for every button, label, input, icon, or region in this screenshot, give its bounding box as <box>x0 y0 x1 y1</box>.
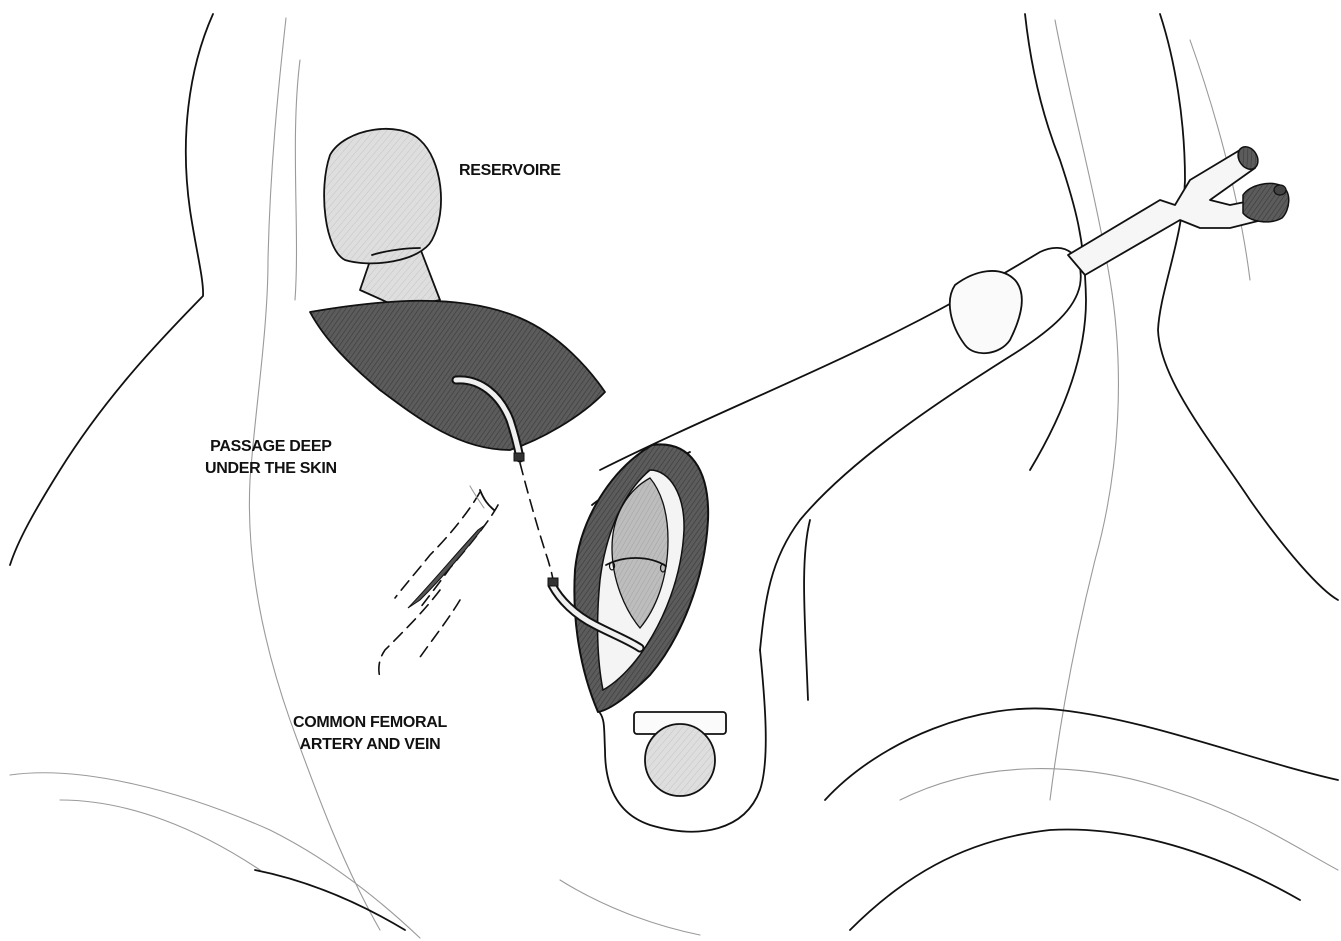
reservoir <box>324 129 441 308</box>
penoscrotal-incision <box>574 444 708 712</box>
femoral-label: COMMON FEMORAL ARTERY AND VEIN <box>293 712 447 756</box>
passage-label-line2: UNDER THE SKIN <box>205 458 337 480</box>
subcutaneous-tunnel-path <box>520 463 554 585</box>
femoral-label-line2: ARTERY AND VEIN <box>293 734 447 756</box>
glans <box>950 271 1022 353</box>
passage-label-line1: PASSAGE DEEP <box>205 436 337 458</box>
scrotal-pump <box>634 712 726 796</box>
passage-label: PASSAGE DEEP UNDER THE SKIN <box>205 436 337 480</box>
femoral-label-line1: COMMON FEMORAL <box>293 712 447 734</box>
urinary-catheter <box>1068 143 1289 275</box>
reservoir-label-text: RESERVOIRE <box>459 160 561 182</box>
femoral-vessels <box>379 486 498 678</box>
reservoir-label: RESERVOIRE <box>459 160 561 182</box>
abdominal-incision-flap <box>310 301 605 450</box>
